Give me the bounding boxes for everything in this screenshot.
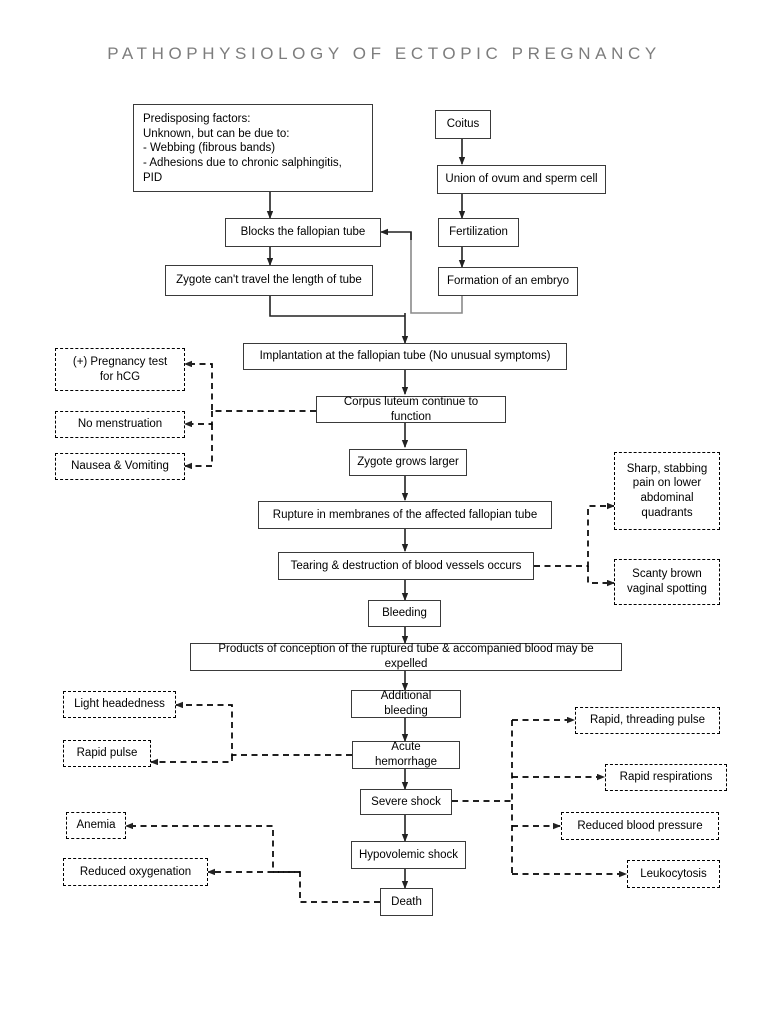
sharp-pain-line-2: pain on lower [632, 477, 702, 490]
symptom-nausea-vomiting: Nausea & Vomiting [55, 453, 185, 480]
node-hypovolemic-shock: Hypovolemic shock [351, 841, 466, 869]
node-bleeding: Bleeding [368, 600, 441, 627]
node-blocks-fallopian-tube: Blocks the fallopian tube [225, 218, 381, 247]
node-acute-hemorrhage: Acute hemorrhage [352, 741, 460, 769]
node-rupture-membranes: Rupture in membranes of the affected fal… [258, 501, 552, 529]
symptom-sharp-stabbing-pain: Sharp, stabbing pain on lower abdominal … [614, 452, 720, 530]
page-title: PATHOPHYSIOLOGY OF ECTOPIC PREGNANCY [107, 44, 661, 63]
symptom-light-headedness: Light headedness [63, 691, 176, 718]
sharp-pain-line-3: abdominal [640, 492, 694, 504]
node-tearing-destruction: Tearing & destruction of blood vessels o… [278, 552, 534, 580]
predisposing-line-1: Predisposing factors: [143, 113, 251, 125]
symptom-rapid-respirations: Rapid respirations [605, 764, 727, 791]
scanty-brown-line-2: vaginal spotting [627, 583, 707, 595]
predisposing-line-2: Unknown, but can be due to: [143, 127, 290, 140]
symptom-rapid-threading-pulse: Rapid, threading pulse [575, 707, 720, 734]
symptom-reduced-oxygenation: Reduced oxygenation [63, 858, 208, 886]
symptom-leukocytosis: Leukocytosis [627, 860, 720, 888]
sharp-pain-line-1: Sharp, stabbing [626, 462, 708, 475]
symptom-anemia: Anemia [66, 812, 126, 839]
node-coitus: Coitus [435, 110, 491, 139]
node-additional-bleeding: Additional bleeding [351, 690, 461, 718]
node-products-of-conception: Products of conception of the ruptured t… [190, 643, 622, 671]
sharp-pain-line-4: quadrants [641, 506, 693, 519]
node-death: Death [380, 888, 433, 916]
node-corpus-luteum: Corpus luteum continue to function [316, 396, 506, 423]
symptom-no-menstruation: No menstruation [55, 411, 185, 438]
node-zygote-cant-travel: Zygote can't travel the length of tube [165, 265, 373, 296]
node-union-ovum-sperm: Union of ovum and sperm cell [437, 165, 606, 194]
node-zygote-grows-larger: Zygote grows larger [349, 449, 467, 476]
scanty-brown-line-1: Scanty brown [632, 568, 702, 581]
node-formation-embryo: Formation of an embryo [438, 267, 578, 296]
pregnancy-test-line-2: for hCG [99, 370, 141, 383]
node-fertilization: Fertilization [438, 218, 519, 247]
symptom-reduced-blood-pressure: Reduced blood pressure [561, 812, 719, 840]
predisposing-line-4: - Adhesions due to chronic salphingitis,… [143, 157, 342, 184]
node-predisposing-factors: Predisposing factors: Unknown, but can b… [133, 104, 373, 192]
symptom-pregnancy-test: (+) Pregnancy test for hCG [55, 348, 185, 391]
node-severe-shock: Severe shock [360, 789, 452, 815]
predisposing-line-3: - Webbing (fibrous bands) [143, 142, 276, 155]
symptom-scanty-brown-spotting: Scanty brown vaginal spotting [614, 559, 720, 605]
node-implantation: Implantation at the fallopian tube (No u… [243, 343, 567, 370]
pregnancy-test-line-1: (+) Pregnancy test [72, 355, 168, 368]
symptom-rapid-pulse: Rapid pulse [63, 740, 151, 767]
